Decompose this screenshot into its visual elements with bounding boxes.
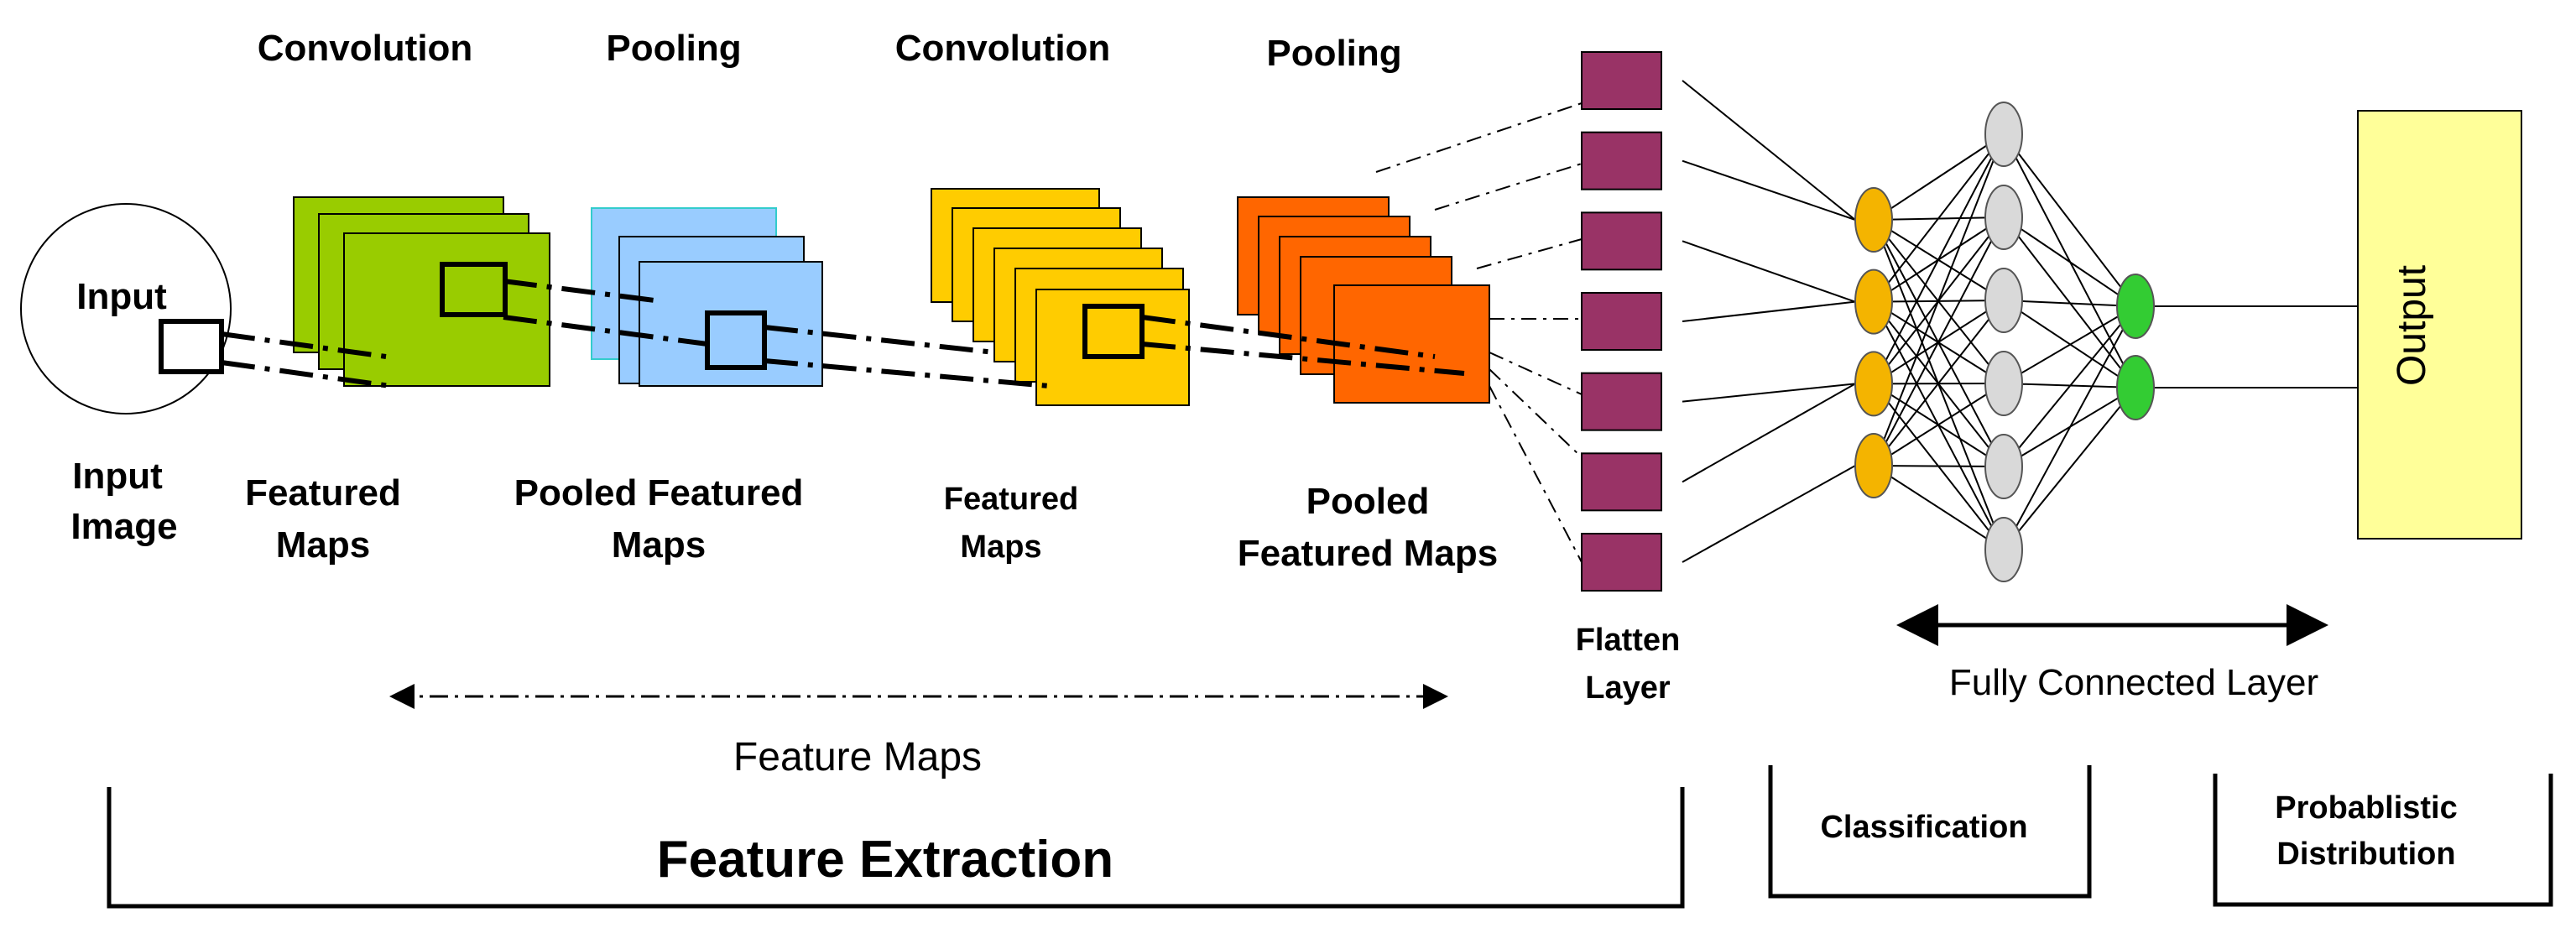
probabilistic-label-2: Distribution [2276, 837, 2455, 872]
output-label: Output [2390, 265, 2434, 386]
fc-input-node [1854, 268, 1893, 335]
conv1-feature-maps [293, 196, 550, 387]
fc-edge [2003, 300, 2136, 307]
input-receptive-window [159, 319, 224, 374]
flatten-unit [1581, 533, 1662, 592]
header-convolution-2: Convolution [895, 28, 1111, 69]
output-block: Output [2357, 110, 2522, 540]
featured-maps-1-label-1: Featured [245, 472, 401, 514]
classification-bracket: Classification [1768, 765, 2092, 899]
flatten-unit [1581, 292, 1662, 351]
flatten-to-fc-edge [1682, 240, 1856, 303]
fc-edge [1873, 300, 2005, 467]
conv1-window [440, 262, 508, 317]
probabilistic-label-1: Probablistic [2275, 790, 2458, 826]
flatten-unit [1581, 372, 1662, 431]
flatten-layer [1581, 51, 1662, 592]
conv2-feature-maps [931, 188, 1190, 406]
flatten-to-fc-edge [1682, 80, 1856, 221]
fc-input-node [1854, 433, 1893, 498]
flatten-to-fc-edge [1682, 383, 1856, 483]
featured-maps-2-label-2: Maps [960, 529, 1041, 565]
flatten-unit [1581, 131, 1662, 190]
input-image: Input [20, 203, 232, 414]
fully-connected-label: Fully Connected Layer [1949, 662, 2318, 703]
flatten-projection-lines [1375, 102, 1583, 563]
flatten-to-fc-edge [1682, 383, 1856, 403]
feature-extraction-bracket: Feature Extraction [107, 787, 1685, 909]
pooled-featured-maps-1-label-2: Maps [612, 524, 706, 566]
header-pooling-1: Pooling [606, 28, 741, 69]
header-pooling-2: Pooling [1266, 33, 1401, 74]
pool2-feature-maps [1237, 196, 1490, 404]
projection-lines [221, 279, 1465, 388]
flatten-unit [1581, 211, 1662, 271]
pool1-window [705, 310, 767, 370]
pooled-featured-maps-2-label-1: Pooled [1306, 481, 1430, 522]
fc-edge [1873, 133, 2005, 221]
fc-input-node [1854, 187, 1893, 253]
fc-input-node [1854, 351, 1893, 417]
pooled-featured-maps-1-label-1: Pooled Featured [514, 472, 804, 514]
fc-hidden-node [1984, 185, 2023, 250]
pooled-featured-maps-2-label-2: Featured Maps [1238, 533, 1499, 574]
feature-maps-label: Feature Maps [733, 735, 982, 779]
fc-edge [2003, 305, 2136, 467]
feature-extraction-label: Feature Extraction [657, 831, 1113, 889]
fc-edge [1873, 465, 2005, 550]
conv2-window [1082, 304, 1145, 359]
flatten-unit [1581, 51, 1662, 110]
fc-edge [2003, 387, 2136, 550]
flatten-to-fc-edge [1682, 159, 1856, 221]
output-box [2357, 110, 2522, 540]
fc-hidden-node [1984, 102, 2023, 167]
flatten-to-fc-edge [1682, 300, 1856, 322]
fc-hidden-node [1984, 517, 2023, 582]
header-convolution-1: Convolution [258, 28, 473, 69]
fully-connected-edges [1682, 80, 2358, 563]
flatten-to-fc-edge [1682, 465, 1856, 563]
fc-edge [1873, 383, 2005, 467]
featured-maps-2-label-1: Featured [944, 482, 1078, 517]
fc-edge [1873, 133, 2005, 384]
fc-hidden-node [1984, 268, 2023, 333]
fc-output-node [2116, 355, 2155, 420]
probabilistic-bracket: Probablistic Distribution [2213, 774, 2553, 907]
featured-maps-1-label-2: Maps [276, 524, 370, 566]
fully-connected-nodes [1854, 102, 2155, 582]
fc-edge [2003, 133, 2136, 307]
classification-label: Classification [1820, 810, 2027, 845]
flatten-label-1: Flatten [1576, 623, 1681, 658]
fc-edge [2003, 216, 2136, 307]
pool2-map [1333, 284, 1490, 404]
input-image-label-1: Input [72, 456, 163, 497]
flatten-label-2: Layer [1585, 670, 1671, 706]
conv1-map [343, 232, 550, 387]
input-word: Input [76, 276, 167, 317]
fc-edge [2003, 305, 2136, 384]
fc-edge [2003, 305, 2136, 550]
flatten-unit [1581, 452, 1662, 512]
fc-edge [1873, 216, 2005, 467]
fc-edge [1873, 133, 2005, 303]
fc-edge [1873, 133, 2005, 467]
fc-hidden-node [1984, 434, 2023, 499]
fc-output-node [2116, 274, 2155, 339]
fc-edge [1873, 465, 2005, 467]
fc-hidden-node [1984, 351, 2023, 416]
input-image-label-2: Image [70, 506, 177, 547]
